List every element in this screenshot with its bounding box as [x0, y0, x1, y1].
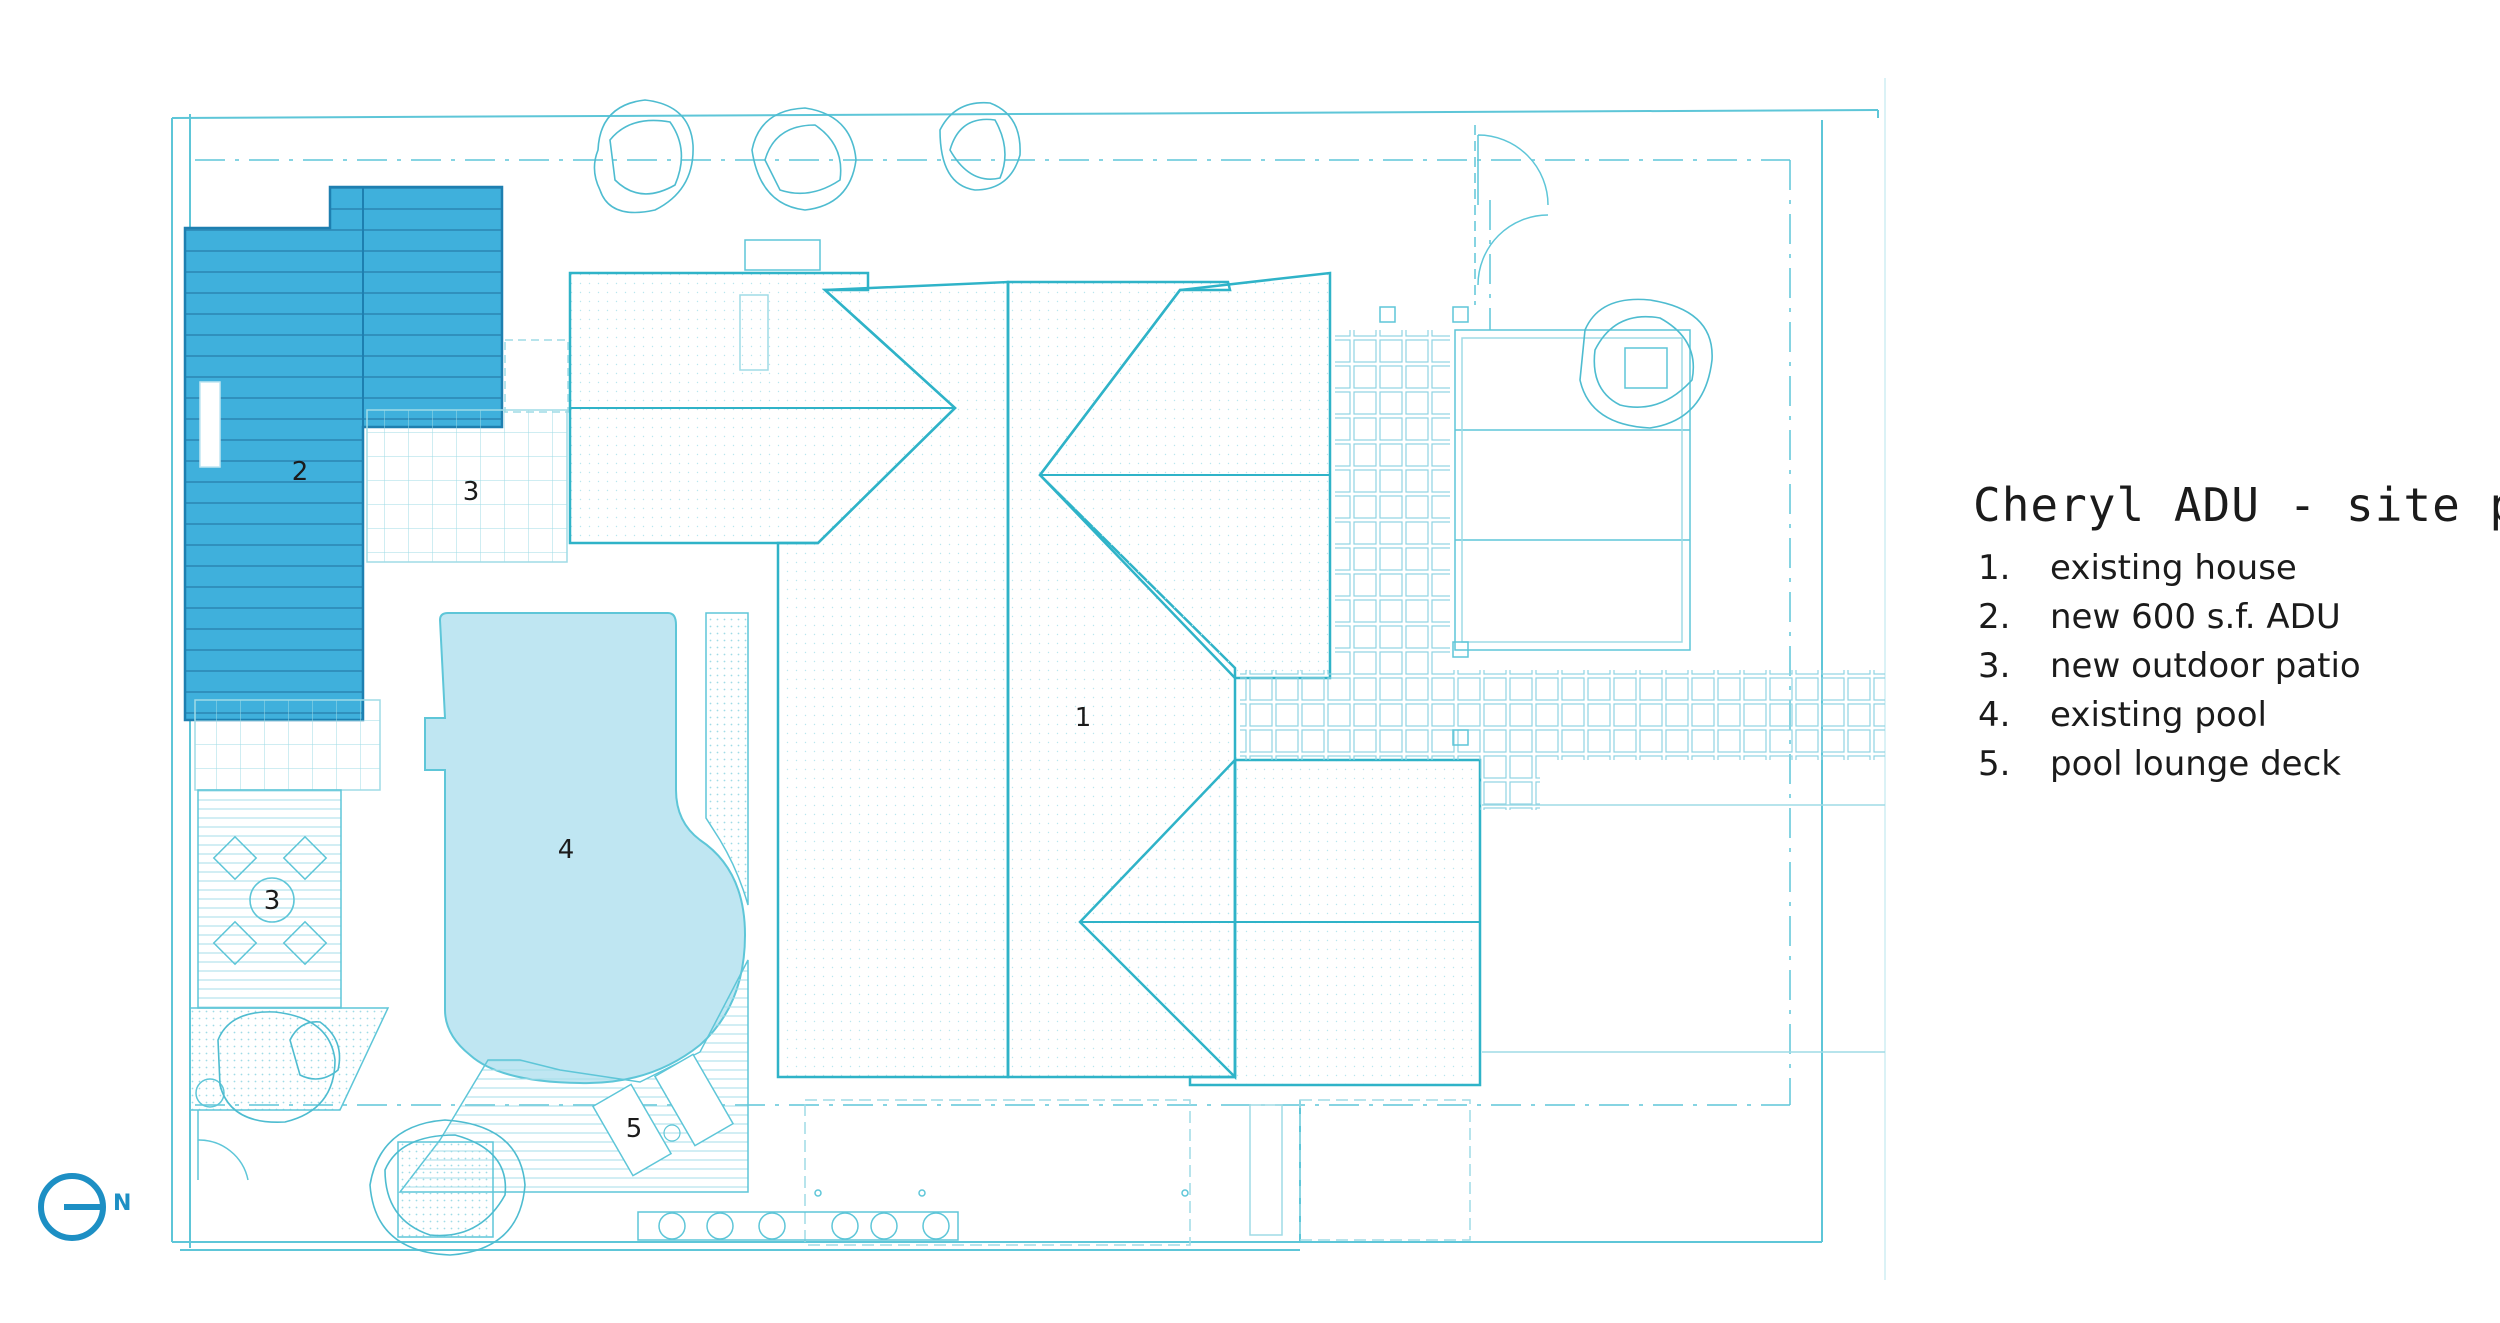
patio-bottom-number: 3 — [264, 886, 281, 916]
pool-lounge-deck — [397, 959, 749, 1238]
legend-label: existing house — [2050, 548, 2297, 588]
tree-canopies — [217, 99, 1713, 1256]
planter-row — [637, 1189, 1189, 1241]
neighbor-lines — [1482, 804, 1885, 1053]
setback-lines — [195, 159, 1791, 1106]
plan-number-labels: 1 2 3 3 4 5 — [264, 457, 1092, 1144]
legend-label: new 600 s.f. ADU — [2050, 597, 2341, 637]
house-number: 1 — [1075, 703, 1092, 733]
front-tiles — [1240, 330, 1885, 810]
legend-label: new outdoor patio — [2050, 646, 2361, 686]
north-arrow — [38, 1173, 106, 1241]
legend-label: pool lounge deck — [2050, 744, 2341, 784]
north-label: N — [113, 1191, 132, 1216]
legend-number: 1. — [1978, 548, 2011, 588]
pool-number: 4 — [558, 835, 575, 865]
property-boundary — [171, 78, 1886, 1280]
front-porch — [1379, 125, 1691, 746]
legend-number: 5. — [1978, 744, 2011, 784]
patio-bottom — [189, 699, 390, 1181]
pool-area — [424, 612, 749, 1085]
deck-number: 5 — [626, 1114, 643, 1144]
legend-label: existing pool — [2050, 695, 2267, 735]
page-title: Cheryl ADU - site plan — [1973, 478, 2500, 532]
driveway — [804, 1099, 1471, 1246]
patio-top-number: 3 — [463, 477, 480, 507]
legend-number: 4. — [1978, 695, 2011, 735]
legend-number: 3. — [1978, 646, 2011, 686]
legend-number: 2. — [1978, 597, 2011, 637]
patio-top — [366, 339, 569, 563]
house-roof — [568, 239, 1482, 1087]
adu-number: 2 — [292, 457, 309, 487]
